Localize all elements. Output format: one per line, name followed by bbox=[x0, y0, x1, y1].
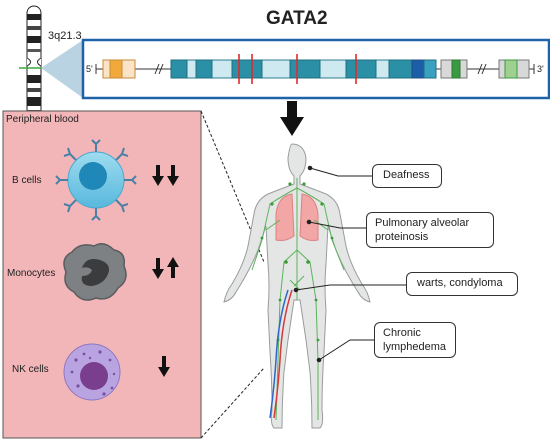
mutation-marks bbox=[238, 54, 357, 84]
pap-line1: Pulmonary alveolar bbox=[375, 217, 470, 229]
three-prime-label: 3' bbox=[537, 64, 544, 74]
break-mark bbox=[477, 63, 487, 75]
exon-7 bbox=[388, 59, 416, 79]
gene-title: GATA2 bbox=[266, 8, 328, 29]
zoom-cone bbox=[41, 40, 83, 98]
lymphedema-line1: Chronic bbox=[383, 327, 421, 339]
panel-title: Peripheral blood bbox=[6, 114, 79, 125]
callout-warts: warts, condyloma bbox=[406, 272, 518, 296]
break-mark bbox=[154, 63, 164, 75]
exon-4 bbox=[231, 59, 263, 79]
dashed-connector bbox=[200, 367, 265, 439]
lymph-nodes bbox=[260, 182, 334, 342]
nk-cell-icon bbox=[63, 343, 121, 401]
warts-label: warts, condyloma bbox=[417, 277, 503, 289]
nk-cells-label: NK cells bbox=[12, 364, 49, 375]
down-arrow-icon bbox=[280, 101, 304, 136]
callout-deafness: Deafness bbox=[372, 164, 442, 188]
exon-5 bbox=[289, 59, 321, 79]
exon-3 bbox=[195, 59, 213, 79]
b-cells-label: B cells bbox=[12, 175, 42, 186]
monocyte-icon bbox=[63, 243, 127, 301]
lymphedema-line2: lymphedema bbox=[383, 341, 446, 353]
chromosome-icon bbox=[26, 5, 42, 125]
pap-line2: proteinosis bbox=[375, 231, 429, 243]
monocytes-arrows bbox=[152, 257, 179, 279]
monocytes-label: Monocytes bbox=[7, 268, 56, 279]
b-cells-arrows bbox=[152, 165, 179, 186]
lungs-icon bbox=[275, 193, 319, 241]
callout-lymphedema: Chronic lymphedema bbox=[374, 322, 456, 358]
b-cell-icon bbox=[55, 139, 137, 221]
exon-2 bbox=[170, 59, 188, 79]
exon-6 bbox=[345, 59, 377, 79]
callout-pointers bbox=[293, 165, 406, 363]
locus-label: 3q21.3 bbox=[48, 30, 82, 42]
deafness-label: Deafness bbox=[383, 169, 430, 181]
callout-pulmonary: Pulmonary alveolar proteinosis bbox=[366, 212, 494, 248]
nk-cells-arrow bbox=[158, 356, 170, 377]
leg-vessels bbox=[269, 289, 293, 419]
five-prime-label: 5' bbox=[86, 64, 93, 74]
